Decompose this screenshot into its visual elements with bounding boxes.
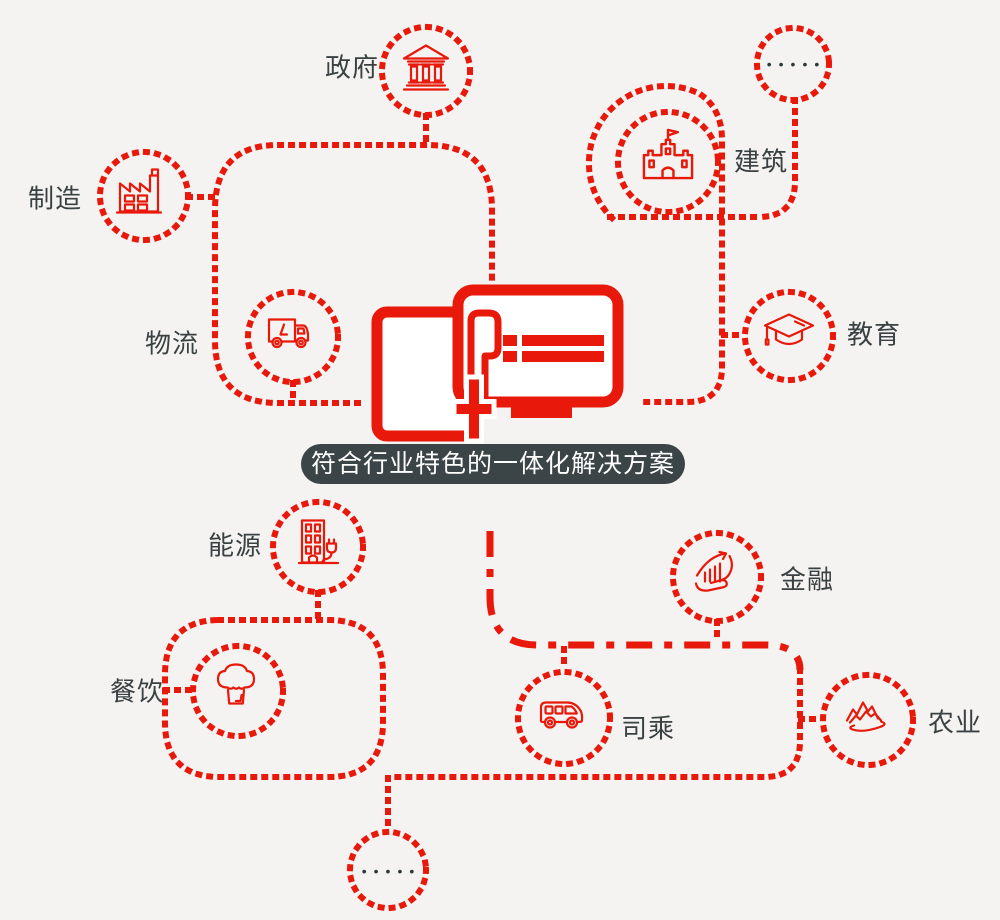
solution-screens-icon <box>371 284 624 444</box>
logistics-icon-wrap <box>261 303 325 372</box>
finance-circle <box>670 530 764 624</box>
finance-icon-wrap <box>685 543 749 612</box>
label-finance: 金融 <box>779 564 835 595</box>
monitor-panel-shape <box>467 309 502 399</box>
plus-icon <box>451 374 497 444</box>
right-drop-path <box>389 667 803 780</box>
label-government: 政府 <box>324 52 380 83</box>
driver-icon-wrap <box>532 684 596 753</box>
ellipsis-bottom: ••••• <box>361 863 422 879</box>
catering-circle <box>190 643 286 739</box>
bank-icon <box>402 44 450 91</box>
manufacturing-icon-wrap <box>112 162 176 231</box>
logistics-circle <box>245 289 341 385</box>
ellipsis-top-circle <box>754 25 832 103</box>
dashdot-trunk-path <box>486 531 804 671</box>
government-circle <box>379 24 473 118</box>
label-manufacturing: 制造 <box>27 183 83 214</box>
graduation-cap-icon <box>763 313 815 346</box>
manufacturing-circle <box>97 149 191 243</box>
energy-icon-wrap <box>286 513 350 582</box>
list-bullet <box>503 351 517 362</box>
top-loop-path <box>212 142 495 406</box>
label-energy: 能源 <box>207 530 263 561</box>
government-icon-wrap <box>394 37 458 106</box>
solution-banner: 符合行业特色的一体化解决方案 <box>301 444 685 484</box>
label-driver: 司乘 <box>620 713 676 744</box>
label-logistics: 物流 <box>144 328 200 359</box>
growth-chart-hand-icon <box>694 550 733 592</box>
list-bullet <box>503 335 517 346</box>
label-education: 教育 <box>846 319 902 350</box>
agriculture-circle <box>820 672 916 768</box>
education-icon-wrap <box>757 302 821 371</box>
van-icon <box>539 701 584 729</box>
label-catering: 餐饮 <box>109 676 165 707</box>
list-bar <box>522 351 604 362</box>
construction-spiral-path <box>586 83 725 405</box>
label-construction: 建筑 <box>733 146 789 177</box>
castle-icon <box>642 128 694 180</box>
ellipsis-top: ••••• <box>766 56 827 72</box>
agriculture-icon-wrap <box>836 686 900 755</box>
chef-hat-icon <box>216 663 256 705</box>
energy-circle <box>270 499 366 595</box>
catering-icon-wrap <box>206 657 270 726</box>
ellipsis-bottom-circle <box>347 829 429 911</box>
driver-circle <box>515 669 613 767</box>
mountain-field-icon <box>845 701 886 732</box>
ellipsis-top-drop-path <box>754 97 798 221</box>
label-agriculture: 农业 <box>927 707 983 738</box>
bottom-loop-path <box>162 617 386 780</box>
education-circle <box>742 289 836 383</box>
construction-icon-wrap <box>633 125 703 200</box>
factory-icon <box>115 168 163 214</box>
monitor-stand <box>511 401 572 418</box>
plug-building-icon <box>297 519 340 565</box>
construction-circle <box>615 109 721 215</box>
list-bar <box>522 335 604 346</box>
truck-icon <box>267 318 310 349</box>
